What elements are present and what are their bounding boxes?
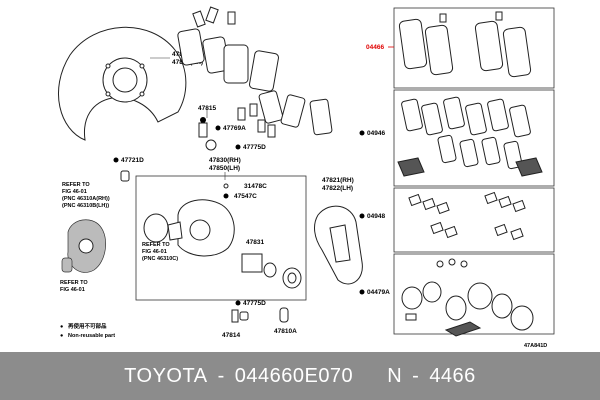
caliper-group-frame <box>135 175 307 301</box>
cap-47775d-top-label: 47775D <box>243 144 266 151</box>
legend-text-en: Non-reusable part <box>68 333 115 339</box>
shim-kit-box <box>393 89 555 187</box>
brake-dust-shield <box>57 26 187 141</box>
mount-lh-label: 47822(LH) <box>322 185 353 192</box>
refer-block-1-line4: (PNC 46310B(LH)) <box>62 203 109 209</box>
bolt-47721d-label: 47721D <box>121 157 144 164</box>
refer-block-3-line1: REFER TO <box>60 280 88 286</box>
pad-support-clips <box>408 191 526 241</box>
footer-prefix: N <box>387 364 403 387</box>
legend: ● 再使用不可部品 ● Non-reusable part <box>60 322 115 339</box>
caliper-piston <box>241 253 302 289</box>
caliper-seal-kit <box>401 258 534 337</box>
bleeder-31478c-label: 31478C <box>244 183 267 190</box>
footer-brand: TOYOTA <box>124 364 208 387</box>
bolt-47815-label: 47815 <box>198 105 216 112</box>
kit-04948-label: 04948 <box>367 213 385 220</box>
part-number-footer: TOYOTA - 044660E070 N - 4466 <box>0 352 600 400</box>
cap-47810a-label: 47810A <box>274 328 297 335</box>
bleeder-47547c-label: 47547C <box>234 193 257 200</box>
scattered-pads-clips-top <box>177 6 333 138</box>
steering-knuckle <box>61 219 107 273</box>
anti-squeal-shims <box>397 96 543 177</box>
highlighted-part-label: 04466 <box>366 44 384 51</box>
refer-block-1-line3: (PNC 46310A(RH)) <box>62 196 110 202</box>
seal-kit-box <box>393 253 555 335</box>
legend-bullet-2: ● <box>60 333 63 339</box>
refer-block-2-line2: FIG 46-01 <box>142 249 167 255</box>
kit-04479a-label: 04479A <box>367 289 390 296</box>
drawing-code: 47A841D <box>524 343 547 349</box>
refer-block-3-line2: FIG 46-01 <box>60 287 85 293</box>
footer-short-code: 4466 <box>429 364 476 387</box>
caliper-rh-label: 47830(RH) <box>209 157 241 164</box>
seal-47769a-label: 47769A <box>223 125 246 132</box>
refer-block-2-line1: REFER TO <box>142 242 170 248</box>
caliper-lh-label: 47850(LH) <box>209 165 240 172</box>
legend-text-jp: 再使用不可部品 <box>68 322 107 330</box>
exploded-parts-diagram: 47803(RH) 47804(LH) 47815 47769A 47775D … <box>57 6 555 349</box>
footer-separator-2: - <box>412 364 420 387</box>
brake-pads <box>398 11 532 78</box>
refer-block-2-line3: (PNC 46310C) <box>142 256 178 262</box>
cap-47775d-bottom-label: 47775D <box>243 300 266 307</box>
clip-kit-box <box>393 187 555 253</box>
footer-separator-1: - <box>217 364 225 387</box>
bolt-47814-label: 47814 <box>222 332 240 339</box>
kit-04946-label: 04946 <box>367 130 385 137</box>
pad-kit-box <box>393 7 555 89</box>
legend-bullet-1: ● <box>60 324 63 330</box>
refer-block-1-line1: REFER TO <box>62 182 90 188</box>
refer-block-1-line2: FIG 46-01 <box>62 189 87 195</box>
piston-47831-label: 47831 <box>246 239 264 246</box>
brake-caliper <box>167 199 235 257</box>
mount-rh-label: 47821(RH) <box>322 177 354 184</box>
caliper-mounting-bracket <box>314 205 363 285</box>
footer-part-number: 044660E070 <box>234 364 354 387</box>
